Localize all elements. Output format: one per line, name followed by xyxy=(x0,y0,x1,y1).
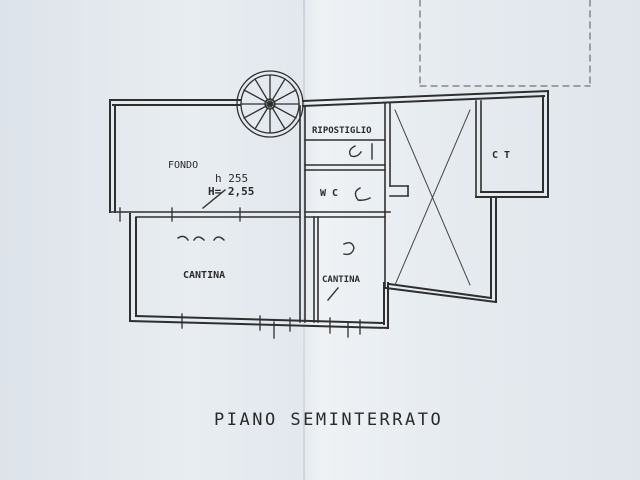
floor-title: PIANO SEMINTERRATO xyxy=(214,410,444,430)
label-cantina-left: CANTINA xyxy=(183,270,225,281)
label-cantina-right: CANTINA xyxy=(322,275,361,285)
label-height-h: h 255 xyxy=(215,172,248,185)
paper-fold xyxy=(303,0,305,480)
handwritten-marks xyxy=(177,143,373,301)
label-wc: W C xyxy=(320,188,338,199)
external-boundary-dashed xyxy=(419,0,591,87)
label-height-value: H= 2,55 xyxy=(208,185,254,198)
label-ct: C T xyxy=(492,150,510,161)
interior-walls xyxy=(109,100,482,323)
label-fondo: FONDO xyxy=(168,160,198,171)
spiral-staircase xyxy=(236,70,304,138)
void-cross-mark xyxy=(394,109,471,286)
outer-walls xyxy=(109,89,550,330)
opening-ticks xyxy=(119,207,361,339)
label-ripostiglio: RIPOSTIGLIO xyxy=(312,126,372,136)
